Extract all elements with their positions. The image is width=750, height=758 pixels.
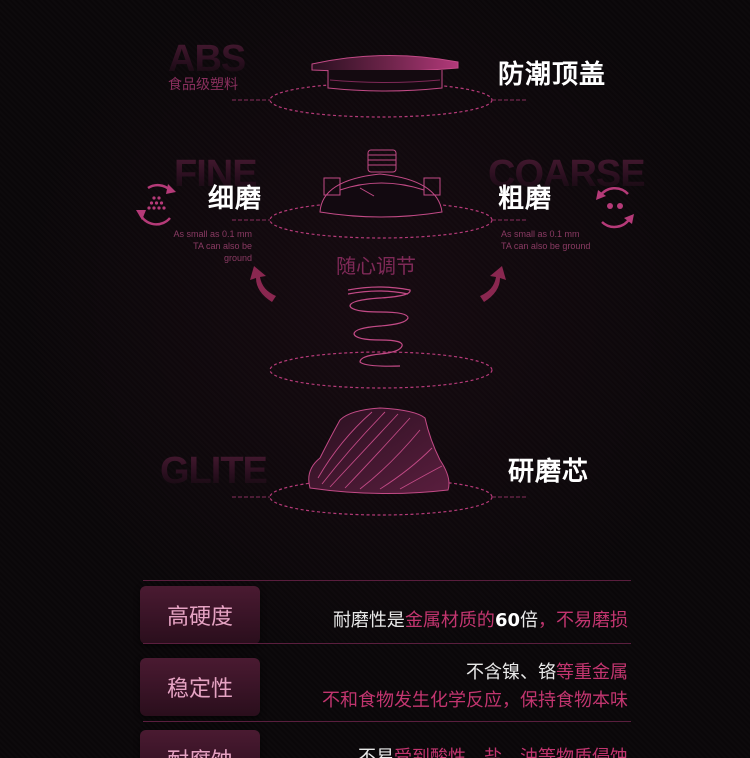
- adjuster-illustration: [319, 149, 443, 218]
- divider: [143, 721, 631, 722]
- feature-text-highlight: ，不易磨损: [538, 610, 628, 631]
- feature-text-hardness: 耐磨性是金属材质的60倍，不易磨损: [333, 606, 628, 632]
- abs-subtitle: 食品级塑料: [168, 77, 238, 93]
- spring-illustration: [347, 286, 411, 367]
- core-label: 研磨芯: [508, 457, 590, 487]
- feature-text-corrosion: 不易受到酸性、盐、油等物质侵蚀: [358, 743, 628, 758]
- fine-note: As small as 0.1 mm TA can also be ground: [164, 228, 252, 264]
- feature-text-highlight: 金属材质的: [404, 610, 495, 631]
- fine-grind-icon: [136, 183, 176, 226]
- divider: [143, 643, 631, 644]
- coarse-label: 粗磨: [498, 184, 553, 214]
- grinding-core-illustration: [308, 407, 450, 495]
- ghost-text-abs: ABS: [168, 38, 246, 80]
- lid-label: 防潮顶盖: [498, 60, 607, 90]
- coarse-note-line2: TA can also be ground: [501, 241, 591, 251]
- ghost-text-fine: FINE: [174, 153, 258, 195]
- adjust-label: 随心调节: [336, 254, 416, 278]
- feature-badge-corrosion: 耐腐蚀: [140, 730, 260, 758]
- coarse-note: As small as 0.1 mm TA can also be ground: [501, 228, 601, 252]
- feature-text-part: 倍: [520, 610, 538, 631]
- fine-note-line1: As small as 0.1 mm: [173, 229, 252, 239]
- fine-label: 细磨: [208, 184, 263, 214]
- feature-badge-hardness: 高硬度: [140, 586, 260, 644]
- feature-badge-stability: 稳定性: [140, 658, 260, 716]
- feature-text-part: 耐磨性是: [332, 610, 405, 631]
- feature-text-highlight: 等重金属: [556, 662, 628, 683]
- feature-text-highlight: 受到酸性、盐、油等物质侵蚀: [394, 747, 628, 758]
- divider: [143, 580, 631, 581]
- lid-illustration: [311, 54, 459, 92]
- fine-note-line2: TA can also be ground: [193, 241, 252, 263]
- feature-text-stability-line2: 不和食物发生化学反应，保持食物本味: [322, 690, 628, 711]
- feature-text-part: 不含镍、铬: [466, 662, 556, 683]
- feature-text-number: 60: [494, 610, 520, 631]
- ghost-text-glite: GLITE: [160, 450, 268, 492]
- feature-text-stability-line1: 不含镍、铬等重金属: [466, 658, 628, 684]
- curved-arrow-right-icon: [480, 266, 506, 302]
- feature-text-part: 不易: [358, 747, 394, 758]
- coarse-note-line1: As small as 0.1 mm: [501, 229, 580, 239]
- curved-arrow-left-icon: [250, 266, 276, 302]
- coarse-grind-icon: [596, 187, 634, 229]
- ghost-text-coarse: COARSE: [488, 153, 646, 195]
